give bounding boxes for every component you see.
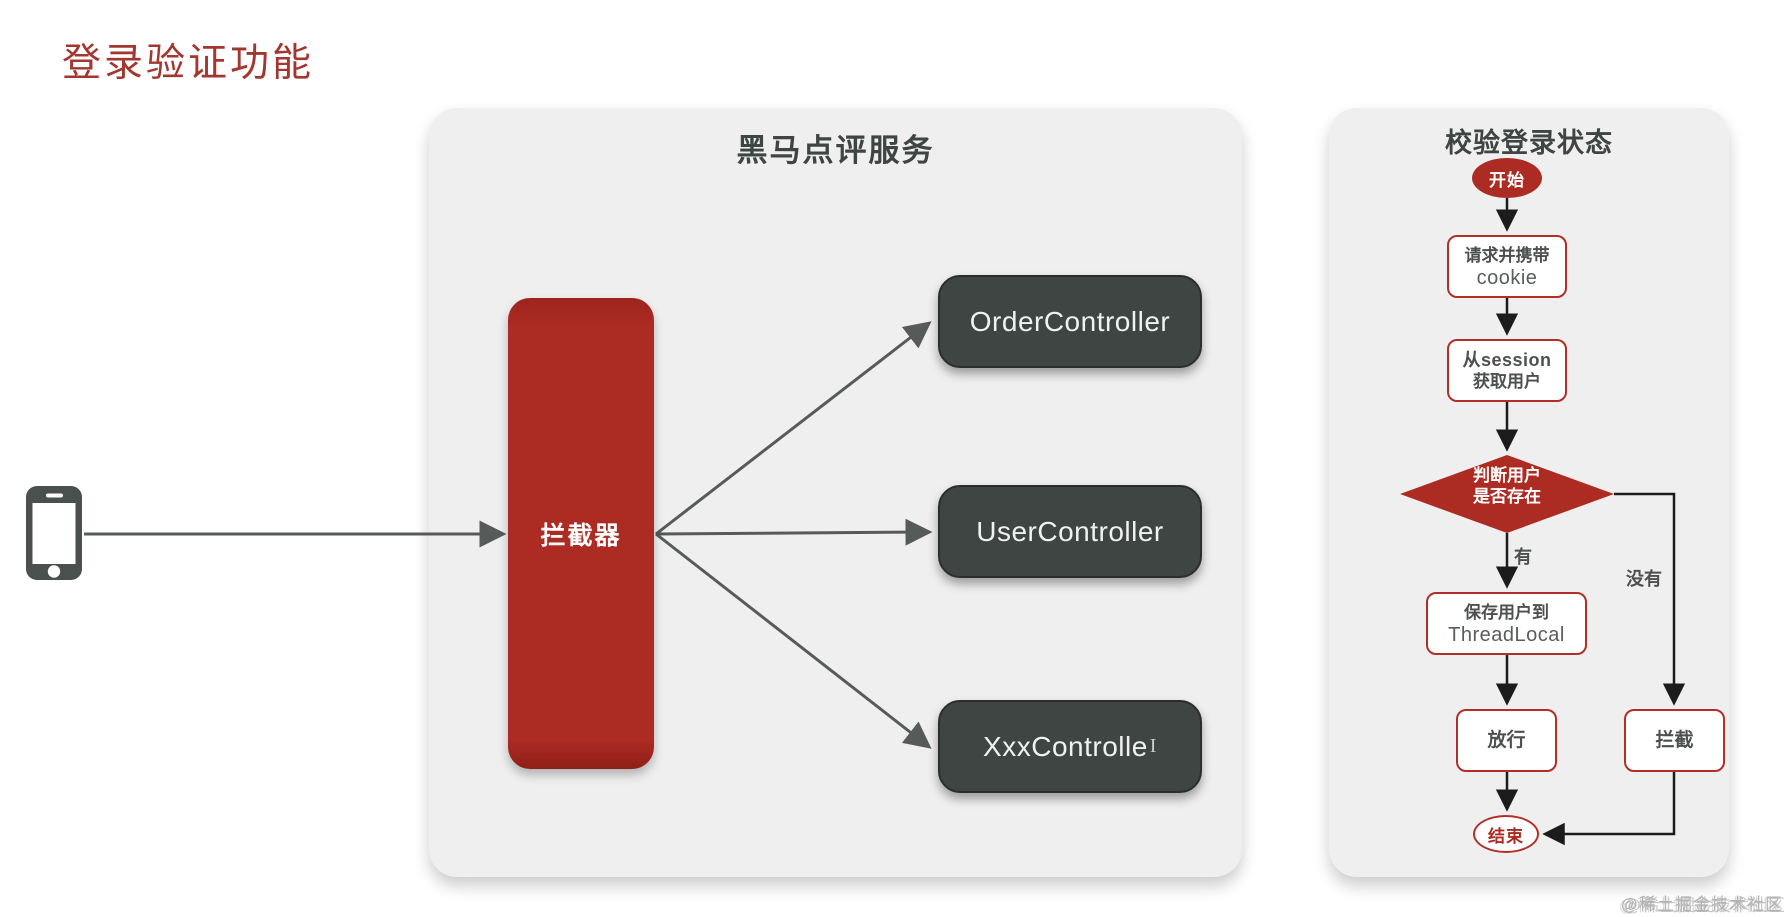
order-controller-node: OrderController: [938, 275, 1202, 368]
interceptor-node: 拦截器: [508, 298, 654, 769]
decision-diamond: [1400, 455, 1614, 533]
order-controller-label: OrderController: [969, 305, 1171, 337]
request-cookie-node: 请求并携带 cookie: [1447, 235, 1567, 298]
end-label: 结束: [1488, 826, 1524, 846]
smartphone-icon: [26, 486, 82, 580]
pass-label: 放行: [1487, 729, 1526, 751]
intercept-node: 拦截: [1624, 709, 1725, 772]
page-title: 登录验证功能: [62, 42, 315, 85]
xxx-controller-node: XxxControlle I: [938, 700, 1202, 793]
yes-edge-label: 有: [1514, 547, 1532, 567]
save-line1: 保存用户到: [1464, 602, 1549, 622]
user-controller-node: UserController: [938, 485, 1202, 578]
decision-label: 判断用户 是否存在: [1427, 465, 1587, 507]
flow-panel-title: 校验登录状态: [1445, 128, 1613, 158]
save-to-threadlocal-node: 保存用户到 ThreadLocal: [1426, 592, 1587, 655]
flow-arrows: [1400, 198, 1686, 846]
session-line2: 获取用户: [1473, 371, 1541, 391]
text-cursor-icon: I: [1149, 735, 1157, 757]
request-cookie-line1: 请求并携带: [1464, 245, 1550, 265]
start-node: 开始: [1472, 158, 1542, 198]
decision-line1: 判断用户: [1473, 466, 1541, 485]
intercept-label: 拦截: [1655, 729, 1694, 751]
get-user-from-session-node: 从session 获取用户: [1447, 339, 1567, 402]
pass-node: 放行: [1456, 709, 1557, 772]
start-label: 开始: [1489, 170, 1525, 190]
interceptor-label: 拦截器: [540, 521, 622, 550]
session-line1: 从session: [1462, 349, 1552, 370]
service-panel: 黑马点评服务 拦截器 OrderController UserControlle…: [429, 108, 1242, 877]
no-edge-label: 没有: [1626, 569, 1662, 589]
end-node: 结束: [1473, 815, 1539, 853]
watermark: @稀土掘金技术社区: [1620, 895, 1783, 914]
user-controller-label: UserController: [976, 515, 1164, 547]
service-panel-title: 黑马点评服务: [736, 133, 935, 168]
flow-panel: 校验登录状态 开始 请求并携带 cookie 从session 获取用户: [1329, 108, 1729, 877]
xxx-controller-label: XxxControlle: [983, 730, 1148, 762]
save-line2: ThreadLocal: [1448, 623, 1565, 646]
request-cookie-line2: cookie: [1476, 266, 1538, 289]
decision-line2: 是否存在: [1473, 487, 1541, 506]
